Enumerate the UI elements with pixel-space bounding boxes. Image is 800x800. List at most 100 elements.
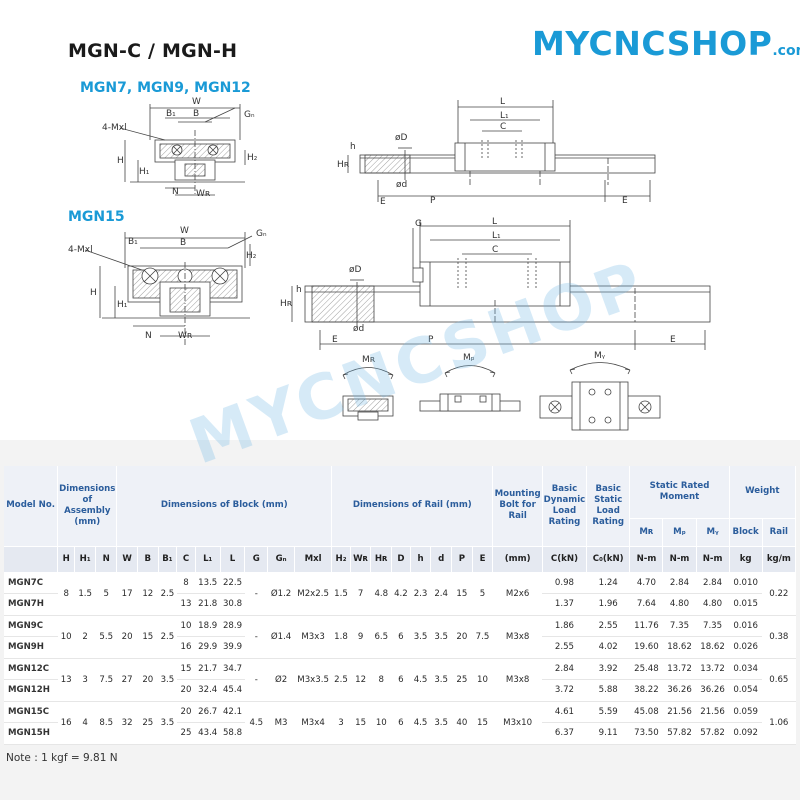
table-cell: 13.5 — [195, 572, 221, 594]
dim-g-mgn15: G — [415, 219, 422, 229]
table-cell: 3 — [74, 658, 96, 702]
unit-header: C — [176, 546, 196, 573]
model-cell: MGN9H — [4, 636, 58, 659]
table-cell: 20 — [176, 679, 196, 702]
table-cell: 18.62 — [696, 636, 730, 659]
dim-od-mgn15: øD — [349, 265, 362, 275]
table-cell: 25 — [176, 722, 196, 745]
spec-table: Model No. Dimensions of Assembly (mm) Di… — [4, 466, 797, 745]
dim-e-small-right: E — [622, 196, 628, 206]
table-cell: 18.9 — [195, 615, 221, 637]
label-mp: Mₚ — [463, 353, 475, 363]
table-cell: 4.80 — [662, 593, 697, 616]
table-cell: 2.55 — [542, 636, 587, 659]
model-cell: MGN15H — [4, 722, 58, 745]
table-cell: 4.5 — [410, 701, 431, 745]
table-cell: 1.37 — [542, 593, 587, 616]
table-cell: 12 — [137, 572, 159, 616]
table-cell: 20 — [176, 701, 196, 723]
table-cell: 0.059 — [729, 701, 763, 723]
dim-h-mgn15: H — [90, 288, 97, 298]
unit-header: H — [57, 546, 76, 573]
dim-c-small: C — [500, 122, 506, 132]
header-block-weight: Block — [729, 518, 763, 547]
table-cell: 5 — [472, 572, 493, 616]
table-cell: 10 — [176, 615, 196, 637]
label-mr: Mʀ — [362, 355, 376, 365]
dim-b1-mgn15: B₁ — [128, 237, 138, 247]
table-cell: 0.98 — [542, 572, 587, 594]
moment-mp-diagram — [419, 365, 521, 412]
table-cell: 7 — [350, 572, 371, 616]
table-cell: M3 — [267, 701, 295, 745]
dim-h1-mgn15: H₁ — [117, 300, 128, 310]
model-cell: MGN15C — [4, 701, 58, 723]
table-cell: Ø2 — [267, 658, 295, 702]
table-cell: M2x6 — [492, 572, 543, 616]
unit-header: C₀(kN) — [586, 546, 631, 573]
model-cell: MGN9C — [4, 615, 58, 637]
table-cell: M2x2.5 — [294, 572, 332, 616]
header-assembly: Dimensions of Assembly (mm) — [57, 466, 118, 547]
table-cell: 7.35 — [662, 615, 697, 637]
table-cell: 0.026 — [729, 636, 763, 659]
table-cell: 10 — [57, 615, 75, 659]
header-block: Dimensions of Block (mm) — [116, 466, 333, 547]
dim-l-mgn15: L — [492, 217, 497, 227]
table-cell: 4.61 — [542, 701, 587, 723]
dim-h2-small: H₂ — [247, 153, 258, 163]
table-cell: 2.84 — [662, 572, 697, 594]
unit-header: H₁ — [74, 546, 97, 573]
page-title: MGN-C / MGN-H — [68, 40, 238, 62]
front-view-small — [119, 104, 246, 196]
unit-header: (mm) — [492, 546, 543, 573]
table-cell: 11.76 — [629, 615, 663, 637]
table-cell: 2.55 — [586, 615, 630, 637]
table-cell: 3 — [331, 701, 351, 745]
model-cell: MGN7H — [4, 593, 58, 616]
table-cell: 0.034 — [729, 658, 763, 680]
side-view-small — [347, 100, 656, 202]
dim-mxl-small: 4-Mxl — [102, 123, 127, 133]
table-cell: 45.08 — [629, 701, 663, 723]
brand-logo[interactable]: MYCNCSHOP.com — [532, 24, 800, 63]
table-cell: 4.80 — [696, 593, 730, 616]
unit-header: L₁ — [195, 546, 221, 573]
table-cell: 12 — [350, 658, 371, 702]
table-cell: 15 — [350, 701, 371, 745]
table-cell: 16 — [176, 636, 196, 659]
header-mp: Mₚ — [662, 518, 697, 547]
table-cell: 1.5 — [331, 572, 351, 616]
dim-l-small: L — [500, 97, 505, 107]
table-cell: 7.64 — [629, 593, 663, 616]
header-rail: Dimensions of Rail (mm) — [331, 466, 494, 547]
table-cell: 29.9 — [195, 636, 221, 659]
table-cell: 17 — [116, 572, 138, 616]
table-cell: 36.26 — [696, 679, 730, 702]
table-cell: 3.72 — [542, 679, 587, 702]
unit-header: kg — [729, 546, 763, 573]
table-cell: 9.11 — [586, 722, 630, 745]
table-cell: 10 — [472, 658, 493, 702]
table-cell: 10 — [370, 701, 392, 745]
unit-header: Gₙ — [267, 546, 295, 573]
dim-h1-small: H₁ — [139, 167, 150, 177]
table-cell: 3.5 — [430, 701, 452, 745]
table-cell: 21.56 — [662, 701, 697, 723]
unit-header: G — [244, 546, 269, 573]
table-cell: 5.59 — [586, 701, 630, 723]
front-view-mgn15 — [84, 232, 253, 345]
rail-weight-cell: 0.65 — [762, 658, 796, 702]
table-cell: 3.5 — [158, 658, 177, 702]
header-my: Mᵧ — [696, 518, 730, 547]
table-cell: 3.5 — [158, 701, 177, 745]
rail-weight-cell: 0.22 — [762, 572, 796, 616]
unit-blank — [4, 546, 59, 573]
table-cell: 25.48 — [629, 658, 663, 680]
model-cell: MGN12H — [4, 679, 58, 702]
table-cell: 1.24 — [586, 572, 630, 594]
dim-e-mgn15-right: E — [670, 335, 676, 345]
table-cell: 5 — [95, 572, 117, 616]
unit-header: h — [410, 546, 432, 573]
rail-weight-cell: 0.38 — [762, 615, 796, 659]
